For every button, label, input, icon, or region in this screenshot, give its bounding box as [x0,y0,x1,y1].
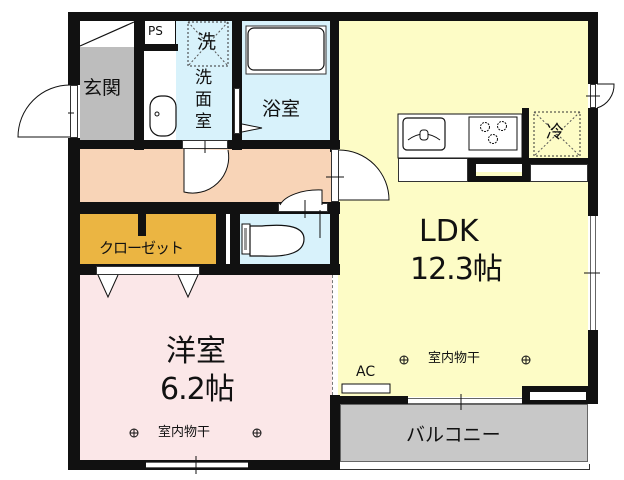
wall-hall-bottom [80,202,340,214]
kitchen-lower-slot [476,164,522,172]
western-room-area [80,275,332,460]
stove-icon [468,116,518,151]
wall-left-upper [68,12,80,85]
bathroom-label: 浴室 [262,98,301,120]
wall-closet-right [216,202,226,275]
toilet-side-panel [226,216,230,264]
toilet-door-swing-icon [279,189,323,206]
door-entrance-frame[interactable] [70,85,78,138]
ps-label: PS [148,24,163,38]
balcony-label: バルコニー [406,424,501,446]
wall-toilet-left [230,202,240,275]
wall-right-lower [588,330,598,404]
wall-toilet-right [330,202,339,275]
toilet-icon [249,224,305,257]
balcony-area [340,404,588,462]
ac-unit-icon [341,383,391,394]
closet-door-icon-right [177,274,199,299]
ldk-size: 12.3帖 [410,252,503,287]
bath-door-icon [241,123,263,133]
washroom-label-1: 洗 [195,68,212,88]
wall-ps-bottom [134,44,178,51]
ac-label: AC [356,364,376,380]
ldk-area [338,20,588,397]
wall-ldk-left-lower [330,395,340,470]
closet-area [80,214,216,264]
fridge-label: 冷 [546,122,564,143]
ldk-name: LDK [419,214,479,249]
window-western-bottom[interactable] [146,462,248,468]
drying-hook-icon [129,355,531,438]
window-ldk-balcony[interactable] [408,398,522,404]
bathtub-icon [247,27,325,71]
wall-left-lower [68,138,80,470]
washroom-label-2: 面 [195,90,212,110]
wall-kitchen-bottom2 [468,176,530,182]
wall-kitchen-bottom [468,158,476,182]
entrance-area [80,47,134,140]
door-bath-frame[interactable] [234,88,240,134]
washbasin-icon [149,95,177,137]
window-ldk-left[interactable] [332,275,337,395]
entrance-step-line [79,21,135,47]
wall-closet-bottom [80,264,340,275]
washroom-door-swing-icon [183,149,230,194]
wall-kitchen-under [468,158,598,164]
washroom-label-3: 室 [195,112,212,132]
western-room-name: 洋室 [166,334,226,369]
western-room-size: 6.2帖 [160,372,235,407]
closet-label: クローゼット [99,239,184,257]
wall-entrance-right [134,20,144,150]
closet-door-frame[interactable] [96,266,200,275]
wall-kitchen-counter-end [522,108,529,158]
fridge-space-icon [533,111,581,157]
ldk-door-swing-icon [338,149,390,201]
wall-bath-ldk [330,12,339,152]
western-drying-label: 室内物干 [158,425,211,440]
closet-door-icon-left [97,274,119,299]
entrance-door-swing-icon [17,84,71,138]
kitchen-lower-cabinet-right [530,164,588,182]
wall-closet-stub [138,214,146,236]
washer-space-icon [187,21,229,67]
ldk-bottom-right-slot [530,392,586,400]
washer-label: 洗 [197,31,217,53]
wall-right-upper [588,12,598,84]
door-ldk-left-frame[interactable] [331,149,339,202]
ldk-drying-label: 室内物干 [428,351,481,366]
wall-ldk-bottom [338,396,408,404]
wall-wash-bath [232,20,242,150]
entrance-label: 玄関 [83,77,122,99]
ldk-balcony-door-swing-icon [596,83,615,109]
wall-kitchen-bottom3 [522,158,530,182]
